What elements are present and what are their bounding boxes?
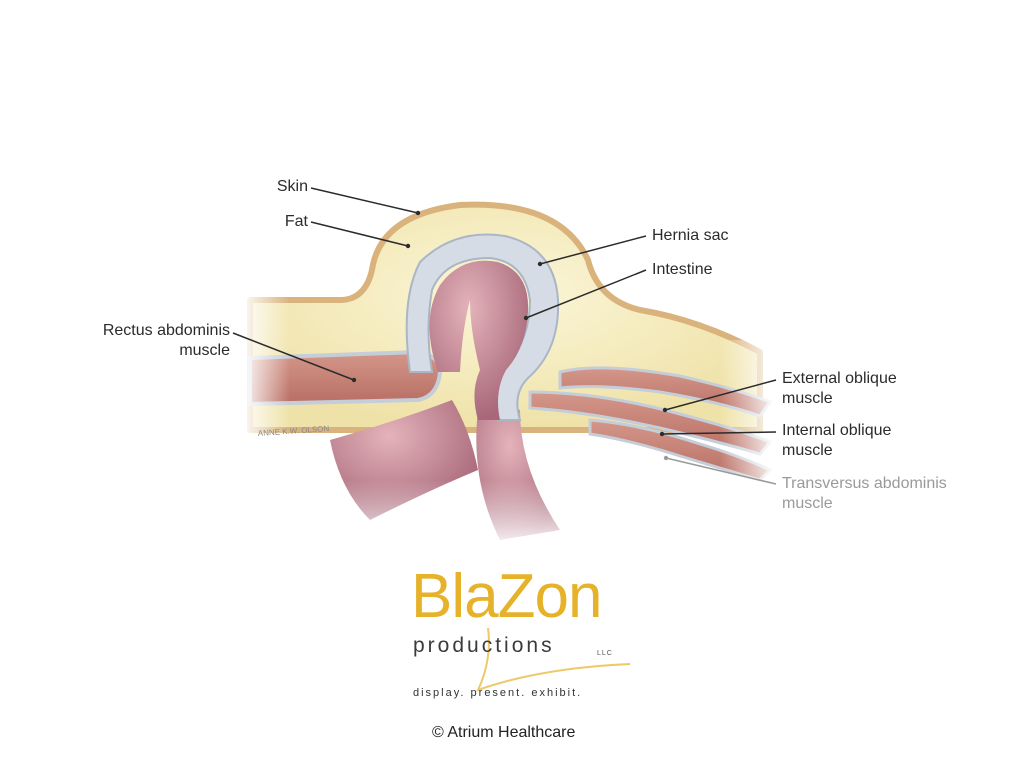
hernia-sac-leader — [539, 235, 647, 265]
external-oblique-leader — [664, 379, 777, 411]
logo-swoosh — [476, 627, 631, 692]
blazon-logo: BlaZon productions LLC display. present.… — [405, 562, 645, 708]
logo-tagline: display. present. exhibit. — [413, 687, 583, 699]
label-rectus-line2: muscle — [179, 342, 230, 359]
copyright-text: © Atrium Healthcare — [432, 724, 576, 741]
label-skin: Skin — [276, 178, 308, 195]
logo-productions: productions — [413, 634, 555, 657]
leader-dots — [351, 210, 669, 461]
label-transversus-line2: muscle — [782, 495, 833, 512]
label-transversus-line1: Transversus abdominis — [782, 475, 947, 492]
hernia-sac — [405, 233, 560, 421]
fat-leader — [310, 221, 409, 247]
label-rectus-line1: Rectus abdominis — [102, 322, 230, 339]
label-external-line1: External oblique — [782, 370, 897, 387]
label-intestine: Intestine — [652, 261, 713, 278]
intestine-loop — [429, 260, 529, 420]
label-internal-line2: muscle — [782, 442, 833, 459]
label-external-line2: muscle — [782, 390, 833, 407]
intestine-leader — [525, 269, 647, 319]
leader-lines — [232, 187, 777, 485]
label-internal-line1: Internal oblique — [782, 422, 892, 439]
skin-leader — [310, 187, 419, 214]
logo-llc: LLC — [597, 650, 613, 657]
label-hernia-sac: Hernia sac — [652, 227, 729, 244]
label-fat: Fat — [284, 213, 308, 230]
logo-wordmark: BlaZon — [411, 562, 602, 631]
internal-oblique-leader — [661, 431, 777, 435]
transversus-leader — [665, 457, 777, 485]
rectus-leader — [232, 332, 355, 381]
